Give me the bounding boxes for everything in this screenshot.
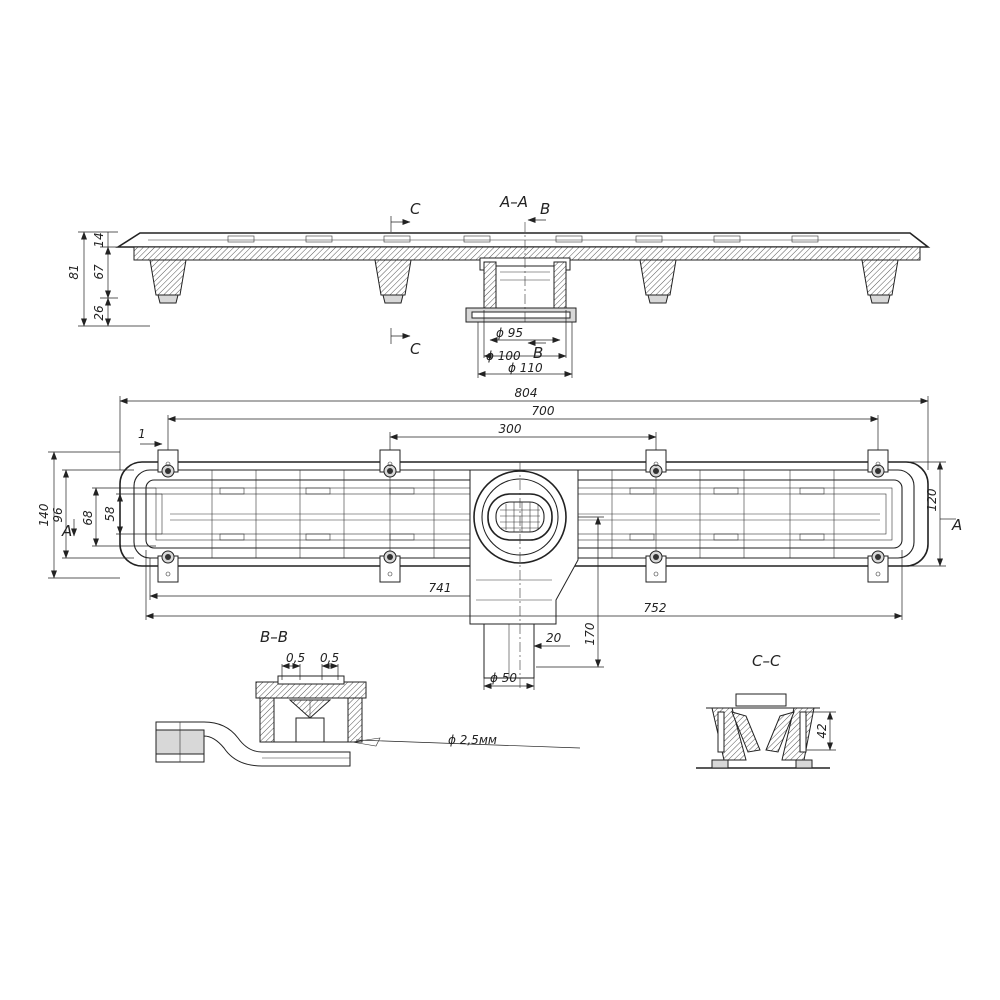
dim-804: 804 (515, 386, 538, 400)
plan-view: 804 700 300 1 (37, 386, 962, 690)
dim-42: 42 (815, 723, 829, 738)
dim-phi2-5mm: ϕ 2,5мм (448, 733, 497, 747)
section-mark-c-top: C (410, 200, 421, 218)
section-cc: C–C 42 (696, 652, 836, 769)
mounting-tabs (157, 449, 889, 583)
dim-68: 68 (81, 510, 95, 526)
section-mark-a-right: A (951, 516, 962, 534)
dim-81: 81 (67, 264, 81, 279)
section-label-bb: B–B (260, 628, 288, 646)
section-mark-c-bottom: C (410, 340, 421, 358)
top-slots (227, 235, 819, 243)
section-label-aa: A–A (499, 193, 528, 211)
dim-phi110: ϕ 110 (508, 361, 543, 375)
legs (149, 259, 899, 304)
side-view: 81 14 67 26 ϕ 95 ϕ 100 ϕ 110 A–A B B C C (67, 193, 931, 378)
drain-outlet-plan (469, 469, 579, 679)
dim-120: 120 (925, 488, 939, 511)
dim-67: 67 (92, 264, 106, 280)
dim-20: 20 (546, 631, 562, 645)
section-label-cc: C–C (752, 652, 781, 670)
dim-170: 170 (583, 622, 597, 645)
section-mark-b-bottom: B (533, 344, 543, 362)
drain-outlet-side (465, 257, 577, 323)
dim-96: 96 (51, 507, 65, 523)
section-mark-a-left: A (61, 522, 72, 540)
dim-752: 752 (644, 601, 667, 615)
dim-300: 300 (499, 422, 522, 436)
dim-58: 58 (103, 506, 117, 522)
section-mark-b-top: B (540, 200, 550, 218)
dim-0-5-right: 0,5 (320, 651, 339, 665)
dim-1: 1 (138, 427, 146, 441)
section-bb: B–B 0,5 0,5 ϕ 2,5мм (155, 628, 581, 767)
dim-140: 140 (37, 503, 51, 526)
dim-phi95: ϕ 95 (496, 326, 523, 340)
dim-14: 14 (92, 232, 106, 247)
dim-phi100: ϕ 100 (486, 349, 521, 363)
dim-741: 741 (429, 581, 452, 595)
dim-700: 700 (532, 404, 555, 418)
dim-0-5-left: 0,5 (286, 651, 305, 665)
dim-phi50: ϕ 50 (490, 671, 517, 685)
dim-26: 26 (92, 305, 106, 321)
